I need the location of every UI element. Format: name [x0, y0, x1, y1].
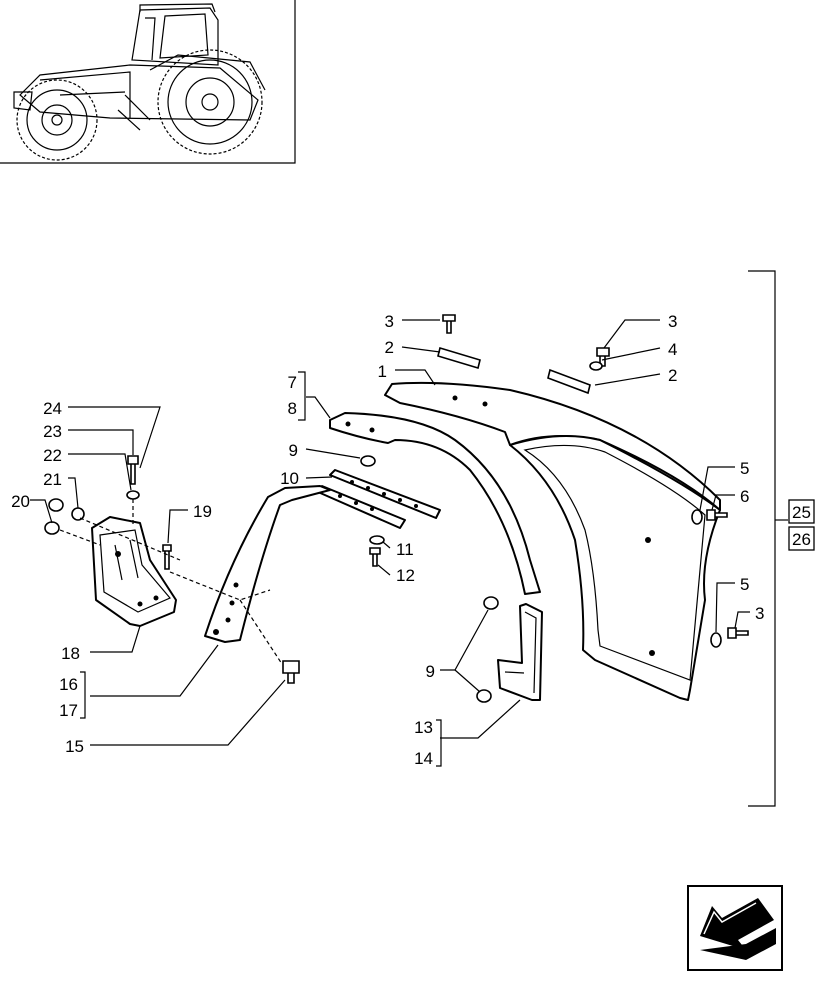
label-15: 15 — [65, 737, 84, 756]
label-9: 9 — [426, 662, 435, 681]
label-4: 4 — [668, 340, 677, 359]
label-5: 5 — [740, 459, 749, 478]
label-3: 3 — [385, 312, 394, 331]
label-21: 21 — [43, 470, 62, 489]
label-7: 7 — [288, 373, 297, 392]
label-5: 5 — [740, 575, 749, 594]
support-strip — [317, 469, 441, 529]
label-14: 14 — [414, 749, 433, 768]
next-page-arrow-icon[interactable] — [687, 885, 783, 971]
tractor-thumbnail — [0, 0, 296, 164]
hardware — [44, 314, 749, 703]
leader-lines — [30, 319, 750, 767]
label-16: 16 — [59, 675, 78, 694]
label-24: 24 — [43, 399, 62, 418]
label-6: 6 — [740, 487, 749, 506]
label-1: 1 — [378, 362, 387, 381]
part-labels: 3 2 1 7 8 9 10 11 12 3 4 2 5 6 5 3 9 13 … — [11, 312, 764, 768]
label-26: 26 — [792, 530, 811, 549]
label-8: 8 — [288, 399, 297, 418]
support-arm — [204, 485, 331, 643]
label-18: 18 — [61, 644, 80, 663]
angle-bracket — [497, 603, 543, 701]
label-13: 13 — [414, 718, 433, 737]
label-2: 2 — [385, 338, 394, 357]
label-11: 11 — [396, 540, 414, 559]
label-25: 25 — [792, 503, 811, 522]
rear-fender — [384, 381, 721, 701]
inner-fender-panel — [329, 412, 541, 595]
label-9: 9 — [289, 441, 298, 460]
label-3: 3 — [755, 604, 764, 623]
label-17: 17 — [59, 701, 78, 720]
label-2: 2 — [668, 366, 677, 385]
label-22: 22 — [43, 446, 62, 465]
label-20: 20 — [11, 492, 30, 511]
label-10: 10 — [280, 469, 299, 488]
label-12: 12 — [396, 566, 415, 585]
label-3: 3 — [668, 312, 677, 331]
label-19: 19 — [193, 502, 212, 521]
mounting-bracket — [91, 516, 177, 627]
label-23: 23 — [43, 422, 62, 441]
